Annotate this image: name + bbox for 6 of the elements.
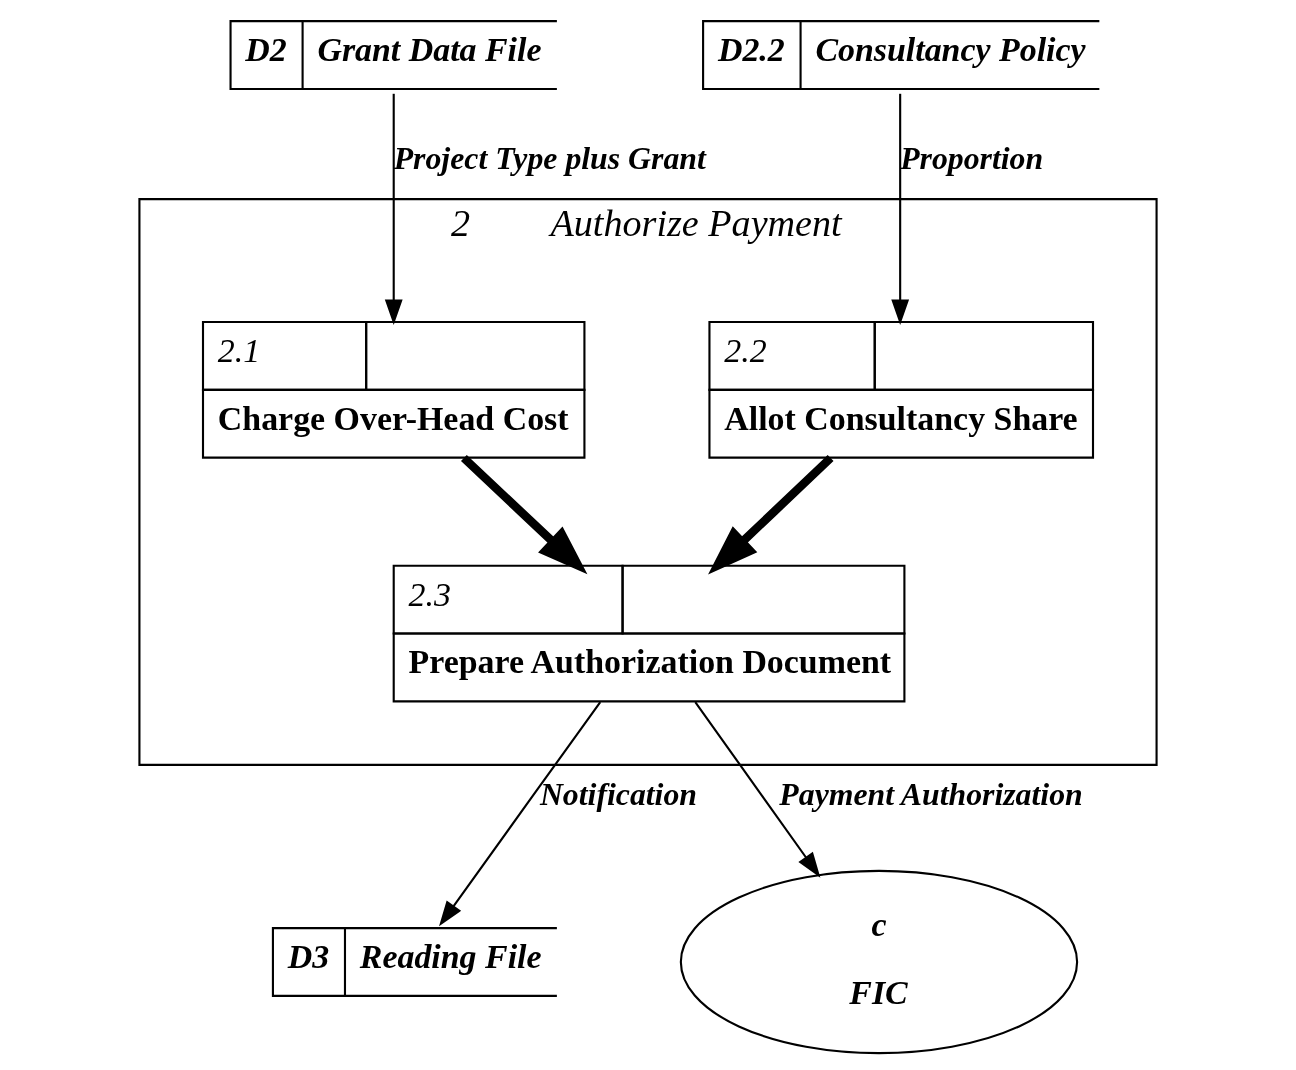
node-text: D3 Reading File: [287, 937, 542, 975]
edge-label: Payment Authorization: [779, 777, 1083, 813]
edge-label: Notification: [539, 777, 697, 813]
node-text: D2.2 Consultancy Policy: [717, 30, 1086, 68]
node-text: D2 Grant Data File: [245, 30, 542, 68]
edge-label: Proportion: [900, 141, 1044, 177]
